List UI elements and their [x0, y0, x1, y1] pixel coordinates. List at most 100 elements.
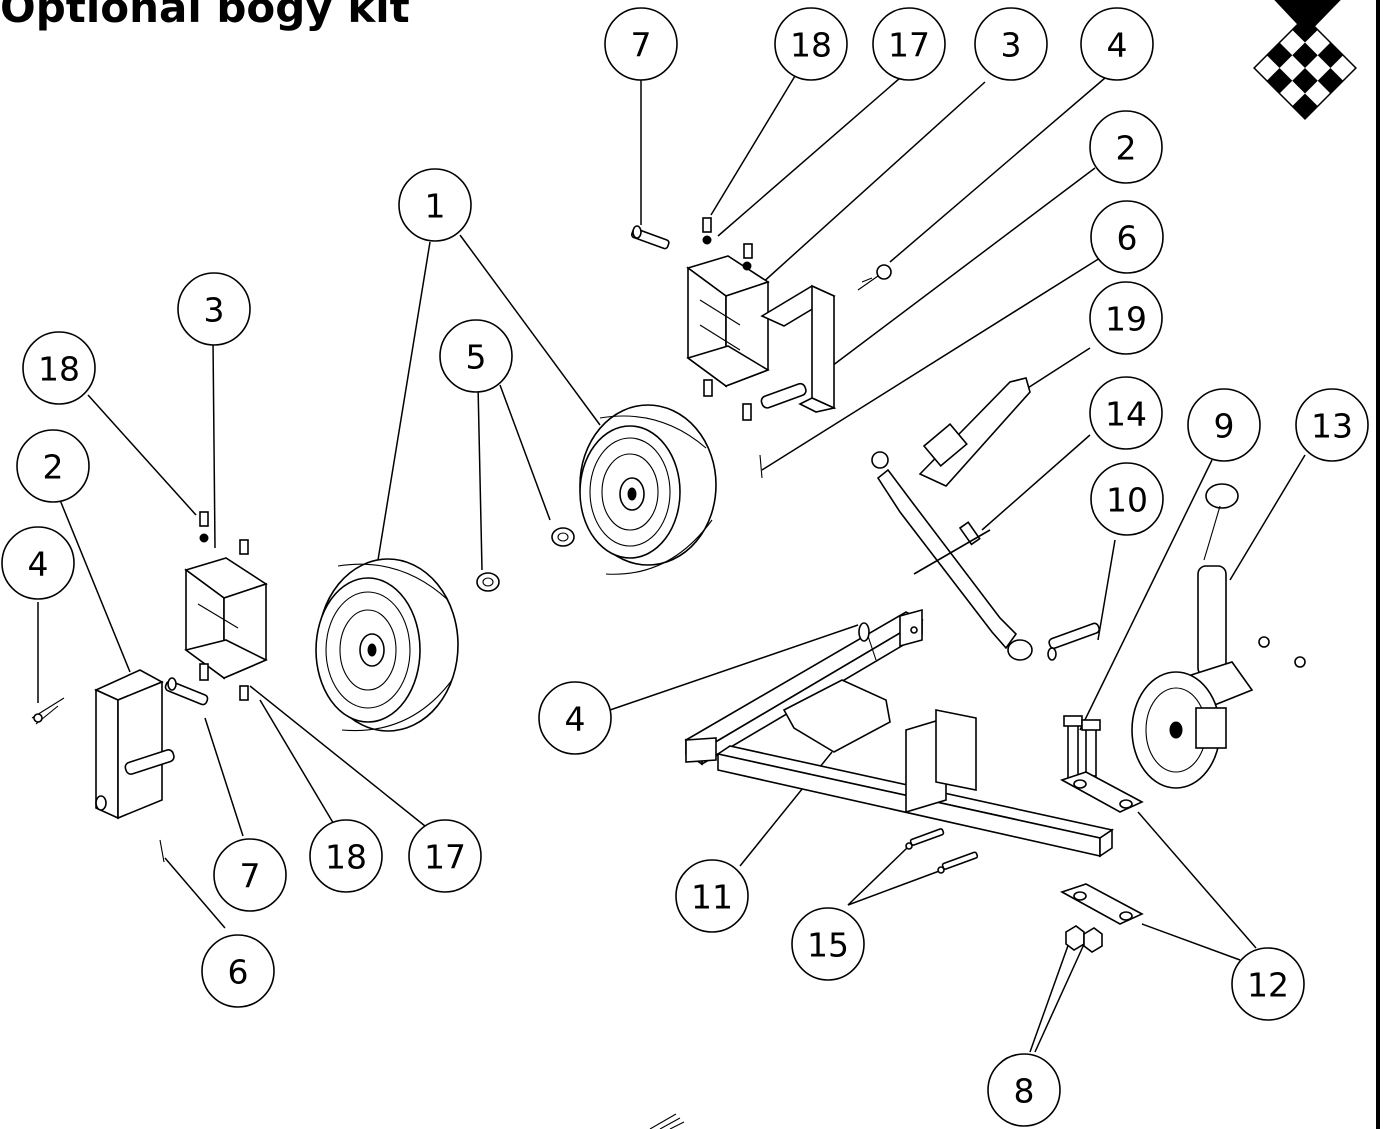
callout-circle: [974, 7, 1048, 81]
callout-circle: [439, 319, 513, 393]
callout-top-2: 2: [1089, 110, 1163, 184]
pins-part-15: [905, 828, 979, 874]
callout-circle: [1080, 7, 1154, 81]
callout-circle: [1090, 200, 1164, 274]
callout-number: 17: [888, 26, 930, 65]
leader-lines: [37, 75, 1306, 1053]
callout-top-18: 18: [774, 7, 848, 81]
callout-mid-15: 15: [791, 907, 865, 981]
callout-number: 15: [807, 926, 849, 965]
brand-logo: [1253, 0, 1357, 120]
callout-mid-11: 11: [675, 859, 749, 933]
jockey-wheel-part-13: [1131, 483, 1306, 789]
callout-number: 17: [424, 838, 466, 877]
callout-number: 4: [1107, 26, 1128, 65]
callout-number: 6: [228, 953, 249, 992]
callout-number: 9: [1214, 407, 1235, 446]
drawbar-frame-part-11: [684, 608, 1115, 858]
callout-mid-4: 4: [538, 681, 612, 755]
plate-part-12-upper: [1060, 771, 1144, 813]
callout-number: 18: [38, 350, 80, 389]
callout-circle: [872, 7, 946, 81]
callout-number: 8: [1014, 1072, 1035, 1111]
callout-top-19: 19: [1089, 281, 1163, 355]
callout-number: 7: [631, 26, 652, 65]
pin-part-7-left: [164, 677, 209, 706]
callout-circle: [201, 934, 275, 1008]
callout-number: 19: [1105, 300, 1147, 339]
page-title: Optional bogy kit: [0, 0, 410, 32]
bracket-part-3-top: [686, 217, 770, 421]
callout-circle: [791, 907, 865, 981]
callout-number: 6: [1117, 219, 1138, 258]
callout-number: 4: [565, 700, 586, 739]
handle-part-19: [918, 377, 1031, 487]
callout-top-17: 17: [872, 7, 946, 81]
callout-left-6: 6: [201, 934, 275, 1008]
callout-top-14: 14: [1089, 376, 1163, 450]
callout-number: 2: [1116, 129, 1137, 168]
callout-circle: [987, 1053, 1061, 1127]
callout-left-18: 18: [22, 331, 96, 405]
callout-circle: [1089, 281, 1163, 355]
callout-top-10: 10: [1090, 462, 1164, 536]
callout-mid-5: 5: [439, 319, 513, 393]
plate-part-12-lower: [1060, 883, 1144, 925]
callout-left-3: 3: [177, 272, 251, 346]
callout-number: 7: [240, 857, 261, 896]
r-clip-part-4-top: [857, 264, 892, 291]
washer-part-5-b: [551, 527, 575, 547]
callout-left-4: 4: [1, 526, 75, 600]
callout-circle: [309, 819, 383, 893]
callout-circle: [1089, 376, 1163, 450]
washer-part-5-a: [476, 572, 500, 592]
callout-circle: [398, 168, 472, 242]
callout-circle: [177, 272, 251, 346]
callout-circle: [538, 681, 612, 755]
callout-number: 3: [204, 291, 225, 330]
callout-number: 11: [691, 878, 733, 917]
callout-circle: [1295, 388, 1369, 462]
callout-number: 4: [28, 545, 49, 584]
callout-circle: [1090, 462, 1164, 536]
callout-number: 3: [1001, 26, 1022, 65]
callout-circle: [22, 331, 96, 405]
callout-number: 10: [1106, 481, 1148, 520]
callout-circle: [408, 819, 482, 893]
bolts-part-9: [1063, 715, 1101, 779]
callout-bot-8: 8: [987, 1053, 1061, 1127]
lynch-pin-part-6-top: [759, 454, 763, 479]
pin-part-7-top: [630, 225, 670, 250]
callout-top-7: 7: [604, 7, 678, 81]
callout-top-6: 6: [1090, 200, 1164, 274]
lynch-pin-part-6-left: [159, 839, 165, 863]
nuts-part-8: [1065, 925, 1103, 953]
callout-circle: [16, 429, 90, 503]
r-clip-part-4-mid: [858, 622, 877, 661]
callout-number: 12: [1247, 966, 1289, 1005]
callout-circle: [675, 859, 749, 933]
callout-right-12: 12: [1231, 947, 1305, 1021]
callout-number: 13: [1311, 407, 1353, 446]
wheel-part-1-left: [315, 558, 459, 732]
callout-number: 14: [1105, 395, 1147, 434]
callout-top-4: 4: [1080, 7, 1154, 81]
callout-number: 1: [425, 187, 446, 226]
callout-number: 18: [325, 838, 367, 877]
callout-top-13: 13: [1295, 388, 1369, 462]
callout-top-3: 3: [974, 7, 1048, 81]
callout-circle: [1089, 110, 1163, 184]
callout-circle: [1231, 947, 1305, 1021]
callout-number: 2: [43, 448, 64, 487]
callout-left-2: 2: [16, 429, 90, 503]
callout-circle: [1, 526, 75, 600]
callout-top-9: 9: [1187, 388, 1261, 462]
callout-left-7: 7: [213, 838, 287, 912]
bracket-part-3-left: [184, 511, 268, 701]
callout-circle: [1187, 388, 1261, 462]
callout-number: 18: [790, 26, 832, 65]
wheel-part-1-right: [579, 404, 717, 575]
